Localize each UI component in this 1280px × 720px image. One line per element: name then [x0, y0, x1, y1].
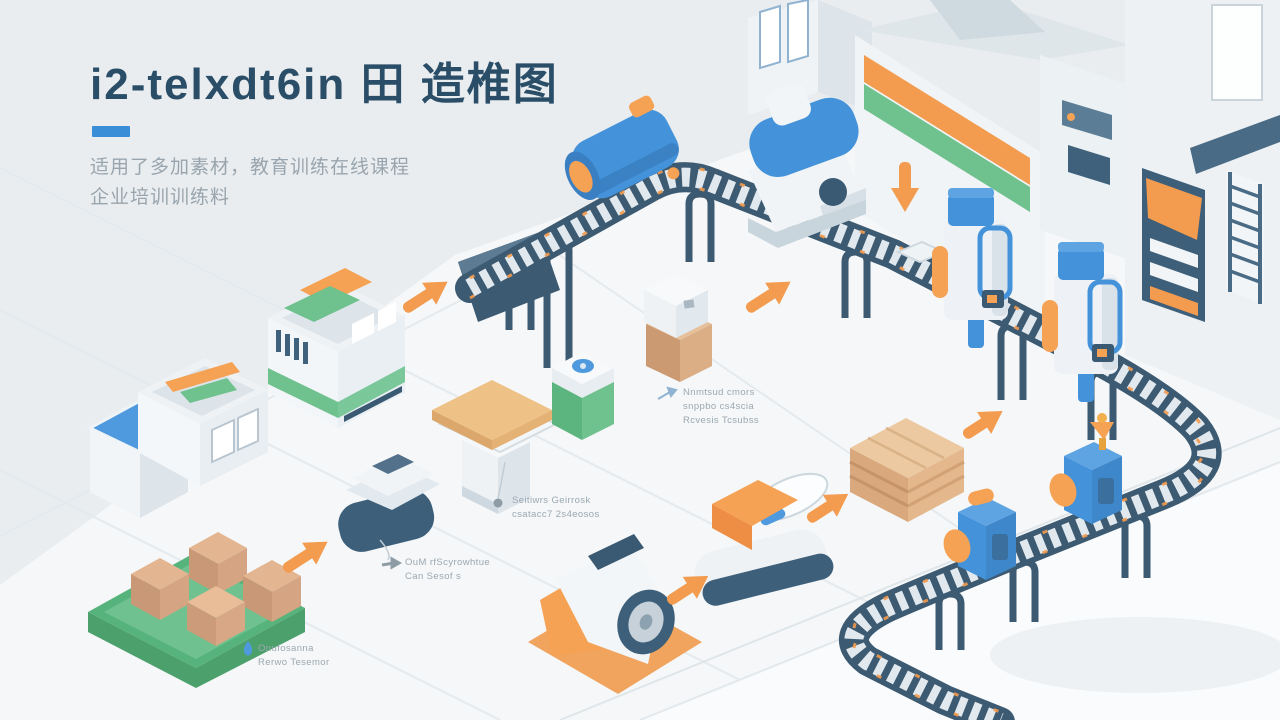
inspection-station-1 — [932, 188, 1013, 348]
arrow-down — [891, 162, 919, 212]
arrow-4 — [282, 541, 328, 573]
building-tower — [748, 0, 872, 115]
dash-bullet-icon — [381, 556, 403, 570]
box-stack — [644, 274, 712, 382]
flow-arrows — [282, 162, 1003, 605]
conveyor-belt-path — [455, 162, 1222, 720]
annotation-note-3: OuM rfScyrowhtue Can Sesof s — [405, 557, 491, 582]
annotation-note-2: Seitiwrs Geirrosk csatacc7 2s4eosos — [512, 495, 600, 520]
subtitle-line-2: 企业培训训练料 — [90, 187, 231, 209]
factory-buildings — [748, 0, 1280, 420]
arrow-7 — [962, 410, 1003, 439]
subtitle-line-1: 适用了多加素材，教育训练在线课程 — [90, 157, 411, 178]
building-right-warehouse — [1125, 0, 1280, 420]
roller-press-machine — [528, 534, 702, 694]
hooded-processing-machine — [748, 83, 866, 248]
ladder — [1226, 170, 1264, 304]
green-stripe-machine-box — [268, 268, 405, 428]
arrow-6 — [806, 493, 849, 523]
compact-press-machine — [338, 454, 440, 552]
arrow-5 — [666, 575, 709, 605]
arrow-1 — [402, 281, 448, 313]
dial-box-machine-2 — [1049, 413, 1122, 524]
annotation-note-1: Nnmtsud cmors snppbo cs4scia Rcvesis Tcs… — [683, 387, 760, 426]
dial-box-machine-1 — [943, 488, 1016, 580]
note-leaders — [379, 461, 506, 561]
dot-bullet-icon — [493, 498, 503, 508]
header: i2-telxdt6in 田 造椎图 适用了多加素材，教育训练在线课程 企业培训… — [90, 48, 559, 214]
arrow-2 — [745, 281, 791, 313]
wood-plank-pallet — [849, 418, 965, 522]
title-accent-bar — [92, 126, 130, 137]
drop-bullet-icon — [243, 641, 253, 656]
green-canister — [552, 352, 614, 440]
annotation-note-4: Onufosanna Rerwo Tesemor — [258, 643, 330, 668]
page-subtitle: 适用了多加素材，教育训练在线课程 企业培训训练料 — [90, 153, 559, 214]
wrapping-machine — [694, 472, 834, 606]
pedestal-table — [432, 380, 559, 514]
mixer-tank-machine — [564, 95, 680, 200]
conveyor-system — [455, 162, 1222, 720]
pallet-of-crates — [88, 532, 305, 688]
open-parts-crate — [138, 358, 268, 486]
note-bullets — [243, 386, 678, 656]
inspection-station-2 — [1042, 242, 1123, 402]
page-title: i2-telxdt6in 田 造椎图 — [90, 60, 559, 109]
plane-arrow-icon — [657, 386, 678, 400]
roof-notch — [930, 0, 1045, 40]
